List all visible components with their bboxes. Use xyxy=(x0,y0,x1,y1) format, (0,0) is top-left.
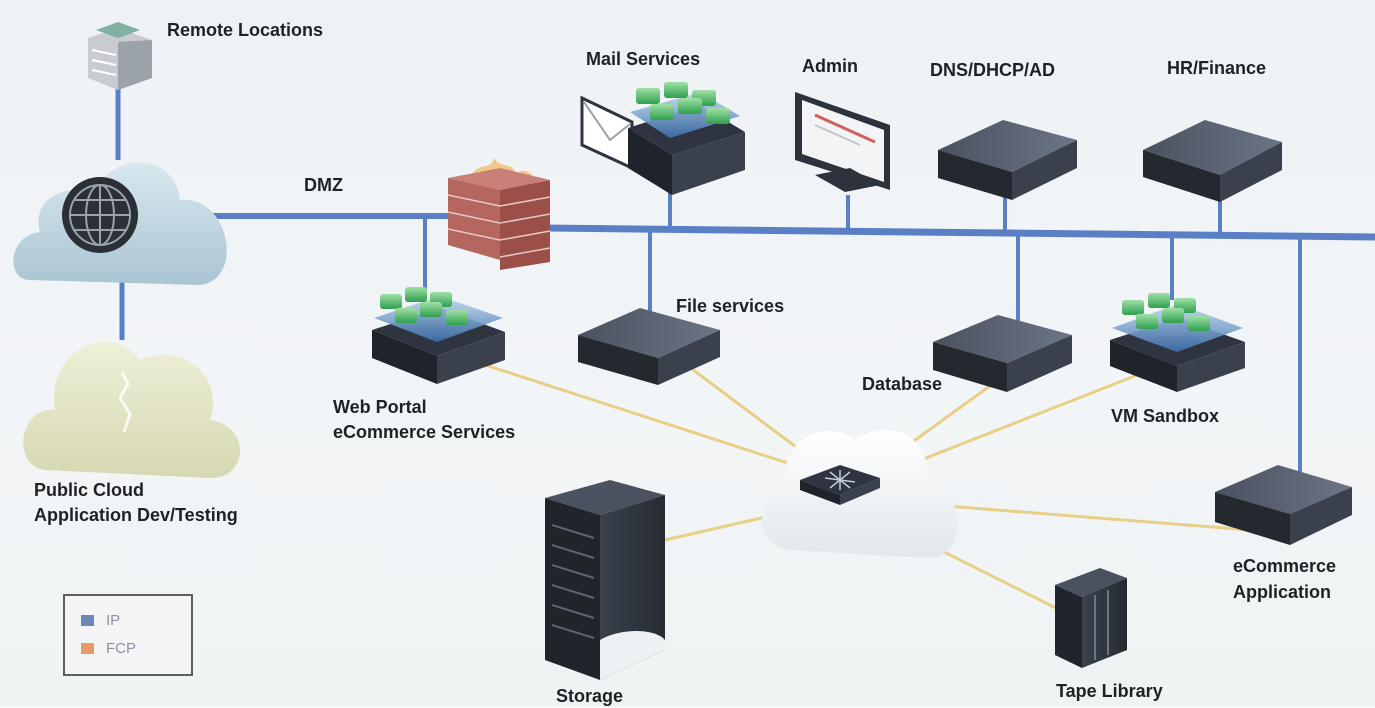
database-server-icon xyxy=(933,315,1072,392)
building-icon xyxy=(88,22,152,90)
ip-link-backbone xyxy=(499,212,1375,241)
label-vm-sandbox: VM Sandbox xyxy=(1111,406,1220,426)
label-application-dev-testing: Application Dev/Testing xyxy=(34,505,238,525)
label-application: Application xyxy=(1233,582,1331,602)
label-web-portal: Web Portal xyxy=(333,397,427,417)
internet-cloud-icon xyxy=(13,162,227,285)
ecommerce-app-server-icon xyxy=(1215,465,1352,545)
label-storage: Storage xyxy=(556,686,624,706)
label-public-cloud: Public Cloud xyxy=(34,480,144,500)
admin-monitor-icon xyxy=(795,92,890,192)
mail-services-icon xyxy=(580,82,745,195)
public-cloud-icon xyxy=(23,341,241,478)
san-switch-cloud-icon xyxy=(761,429,958,558)
fcp-links xyxy=(469,358,1251,612)
legend-item-fcp: FCP xyxy=(81,640,136,657)
legend-swatch-fcp xyxy=(81,643,94,654)
label-dmz: DMZ xyxy=(304,175,343,195)
label-database: Database xyxy=(862,374,943,394)
web-portal-icon xyxy=(372,287,505,384)
dns-server-icon xyxy=(938,120,1077,200)
legend-label-fcp: FCP xyxy=(106,640,136,657)
storage-rack-icon xyxy=(545,480,665,680)
file-services-server-icon xyxy=(578,308,720,385)
legend-label-ip: IP xyxy=(106,612,121,629)
label-dns-dhcp-ad: DNS/DHCP/AD xyxy=(930,60,1056,80)
hr-finance-server-icon xyxy=(1143,120,1282,202)
fcp-link-web-portal xyxy=(469,358,841,482)
vm-sandbox-icon xyxy=(1110,293,1245,392)
label-ecommerce-services: eCommerce Services xyxy=(333,422,516,442)
label-tape-library: Tape Library xyxy=(1056,681,1163,701)
label-hr-finance: HR/Finance xyxy=(1167,58,1267,78)
label-ecommerce: eCommerce xyxy=(1233,556,1337,576)
tape-library-icon xyxy=(1055,568,1127,668)
legend-swatch-ip xyxy=(81,615,94,626)
label-file-services: File services xyxy=(676,296,785,316)
firewall-icon xyxy=(447,158,551,270)
legend-item-ip: IP xyxy=(81,612,120,629)
label-remote-locations: Remote Locations xyxy=(167,20,324,40)
label-admin: Admin xyxy=(802,56,858,76)
legend: IP FCP xyxy=(63,594,193,676)
label-mail-services: Mail Services xyxy=(586,49,701,69)
